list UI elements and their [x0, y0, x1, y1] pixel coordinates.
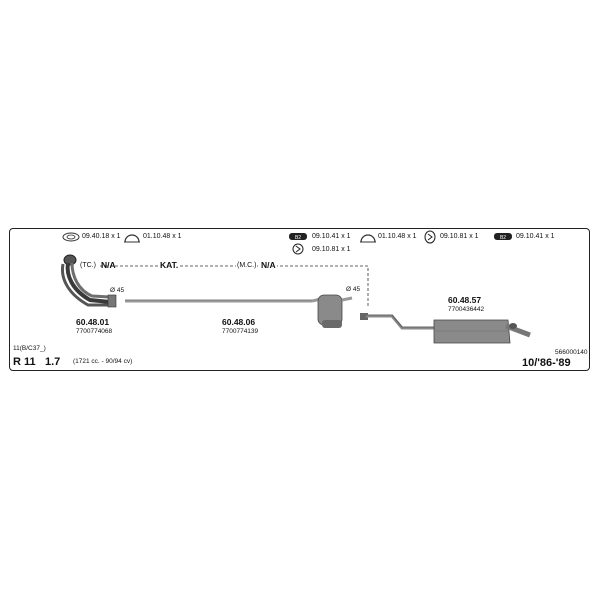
nut-bolt-icon: B2	[289, 233, 307, 241]
fitting-code: 01.10.48 x 1	[378, 233, 417, 240]
intermediate-pipe-part	[125, 294, 353, 328]
nut-bolt-icon: B2	[494, 233, 512, 241]
svg-text:B2: B2	[500, 235, 506, 241]
gasket-ring-icon	[360, 234, 376, 243]
vehicle-model: R 11	[13, 356, 36, 368]
spring-icon	[424, 230, 436, 244]
gasket-ring-icon	[124, 234, 140, 243]
diagram-frame	[9, 228, 590, 371]
fitting-code: 01.10.48 x 1	[143, 233, 182, 240]
front-pipe-part	[60, 254, 117, 308]
oem-number: 7700774068	[76, 328, 113, 335]
clamp-ring-icon	[62, 232, 80, 242]
fitting-code: 09.10.81 x 1	[440, 233, 479, 240]
fitting-code: 09.10.81 x 1	[312, 246, 351, 253]
rear-silencer-part	[360, 313, 531, 344]
fitting-code: 09.10.41 x 1	[312, 233, 351, 240]
catalog-number: 566000140	[555, 349, 588, 356]
diameter-label: Ø 45	[110, 287, 125, 294]
oem-number: 7700436442	[448, 306, 485, 313]
model-years: 10/'86-'89	[522, 357, 571, 369]
kat-label: KAT.	[158, 260, 181, 270]
part-number: 60.48.06	[222, 317, 256, 327]
spring-icon	[292, 243, 304, 255]
section-dashed-line	[100, 265, 369, 308]
na-label: N/A	[260, 260, 277, 270]
part-number: 60.48.57	[448, 295, 482, 305]
oem-number: 7700774139	[222, 328, 259, 335]
tc-label: (TC.)	[80, 262, 96, 269]
svg-text:B2: B2	[295, 235, 301, 241]
diameter-label: Ø 45	[346, 286, 361, 293]
chassis-code: 11(B/C37_)	[13, 345, 46, 352]
na-label: N/A	[101, 260, 116, 270]
engine-size: 1.7	[45, 356, 61, 368]
engine-spec: (1721 cc. - 90/94 cv)	[73, 358, 133, 365]
fitting-code: 09.10.41 x 1	[516, 233, 555, 240]
mc-label: (M.C.)	[236, 262, 258, 269]
fitting-code: 09.40.18 x 1	[82, 233, 121, 240]
part-number: 60.48.01	[76, 317, 110, 327]
